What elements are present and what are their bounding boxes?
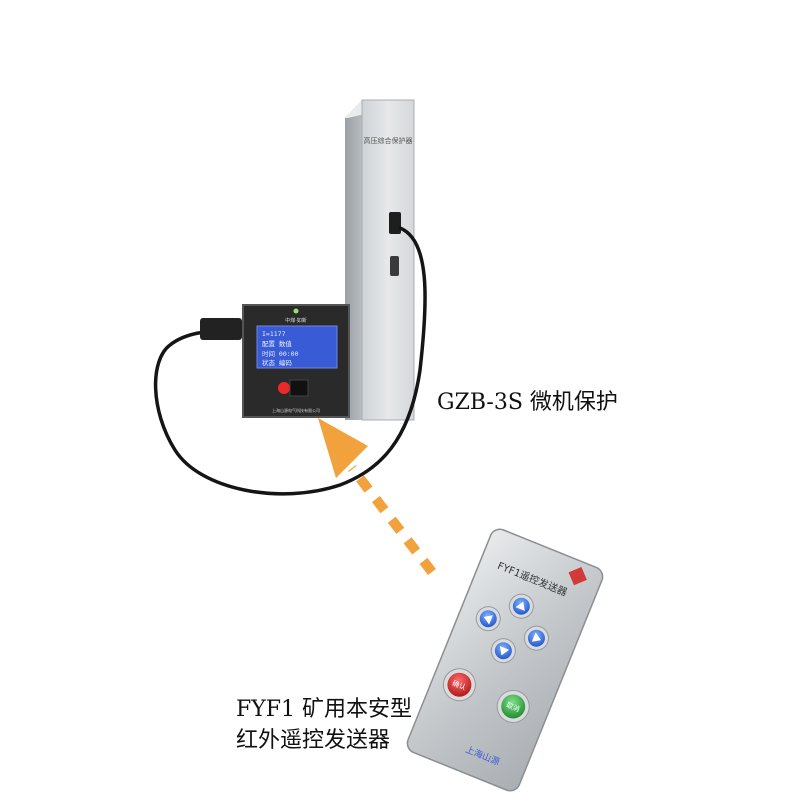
right-arrow-icon [531,632,542,642]
display-header: 中煤·如新 [285,317,307,324]
screen-line-1: I=1177 [262,330,286,338]
confirm-button[interactable]: 确认 [439,664,481,706]
screen-line-4: 状态 编码 [262,358,292,367]
protector-cabinet: 高压综合保护器 [345,99,415,421]
remote-caption-line-1: FYF1 矿用本安型 [236,697,413,722]
display-unit: 中煤·如新 I=1177 配置 数值 时间 00:00 状态 编码 上海山源电气… [200,304,350,418]
remote-caption-line-2: 红外遥控发送器 [236,728,391,753]
up-button[interactable] [506,591,537,622]
cable-plug [200,318,242,340]
cabinet-connector [389,212,401,234]
cancel-button[interactable]: 取消 [492,686,534,728]
ir-window [289,379,309,397]
signal-dashes [348,464,436,576]
left-button[interactable] [473,603,504,634]
ir-signal-arrow [318,418,436,576]
screen-line-3: 时间 00:00 [262,349,299,358]
up-arrow-icon [515,601,525,611]
cabinet-port [390,256,399,276]
signal-arrowhead [318,418,368,478]
screen-line-2: 配置 数值 [262,339,292,348]
right-button[interactable] [521,623,552,654]
remote-logo [568,566,587,586]
ir-receiver [278,382,290,394]
left-arrow-icon [483,615,493,625]
down-arrow-icon [499,646,510,656]
status-led [293,308,299,314]
cabinet-nameplate: 高压综合保护器 [364,136,413,145]
protector-caption: GZB-3S 微机保护 [437,390,618,415]
down-button[interactable] [488,635,519,666]
display-footer: 上海山源电气科技有限公司 [272,407,320,413]
remote-control: FYF1遥控发送器 [406,528,604,792]
display-screen [256,325,338,369]
screen-text: I=1177 配置 数值 时间 00:00 状态 编码 [262,330,299,367]
signal-cable [153,226,427,496]
cabinet-front [361,99,415,421]
